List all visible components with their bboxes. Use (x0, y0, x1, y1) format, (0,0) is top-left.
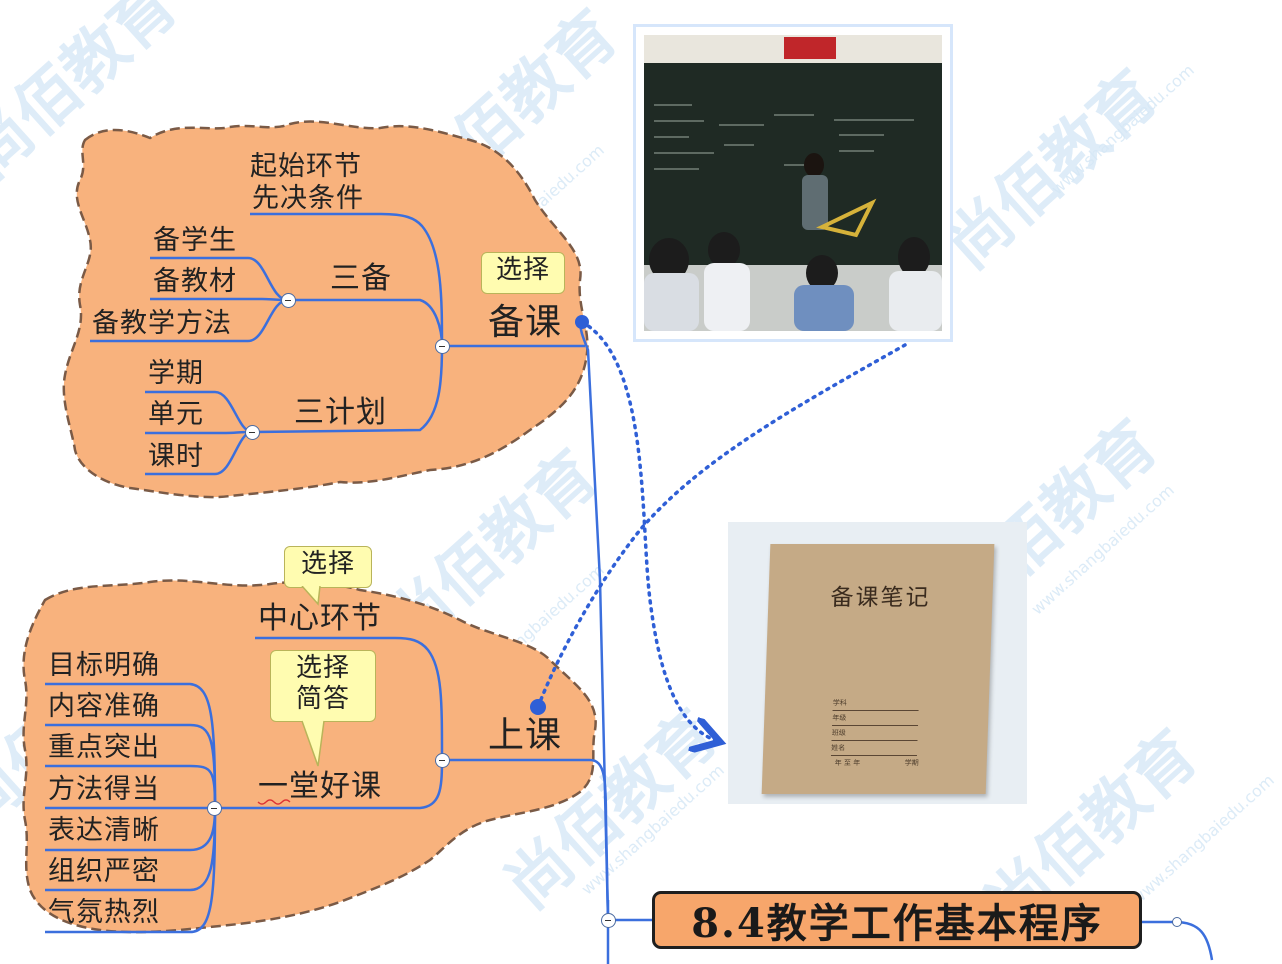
node-beike[interactable]: 备课 (488, 302, 563, 343)
collapse-toggle-sanjihua[interactable] (245, 425, 260, 440)
cloud-beike (62, 120, 589, 499)
node-haoke-item[interactable]: 内容准确 (48, 691, 160, 722)
spellcheck-underline (257, 799, 291, 805)
callout-tail (301, 720, 325, 767)
collapse-toggle-beike[interactable] (435, 339, 450, 354)
classroom-photo (633, 24, 953, 342)
expand-handle[interactable] (1172, 917, 1182, 927)
link-anchor-shangke[interactable] (530, 699, 546, 715)
node-sanbei[interactable]: 三备 (330, 261, 392, 296)
node-haoke-item[interactable]: 表达清晰 (48, 815, 160, 846)
notebook-field: 班级 (831, 726, 919, 741)
collapse-toggle-root[interactable] (601, 913, 616, 928)
notebook-field: 年级 (832, 711, 919, 726)
node-qishi-line1[interactable]: 起始环节 (250, 151, 362, 182)
notebook-footer-left: 年 至 年 (834, 759, 861, 767)
collapse-toggle-haoke[interactable] (207, 801, 222, 816)
node-zhongxin[interactable]: 中心环节 (258, 601, 382, 636)
node-danyuan[interactable]: 单元 (148, 399, 204, 430)
callout-haoke: 选择 简答 (270, 650, 376, 722)
notebook-cover: 备课笔记 学科 年级 班级 姓名 年 至 年 学期 (761, 544, 995, 794)
notebook-field: 姓名 (830, 741, 918, 756)
callout-haoke-line2: 简答 (295, 684, 350, 715)
notebook-title: 备课笔记 (830, 585, 931, 611)
node-xueqi[interactable]: 学期 (148, 358, 204, 389)
collapse-toggle-sanbei[interactable] (281, 293, 296, 308)
node-haoke-item[interactable]: 气氛热烈 (48, 897, 160, 928)
node-haoke-item[interactable]: 目标明确 (48, 650, 160, 681)
node-haoke[interactable]: 一堂好课 (258, 769, 382, 804)
notebook-footer-right: 学期 (904, 759, 919, 767)
callout-haoke-line1: 选择 (295, 653, 350, 683)
node-sanjihua[interactable]: 三计划 (294, 395, 387, 430)
notebook-fields: 学科 年级 班级 姓名 (830, 696, 920, 756)
classroom-photo-image (644, 35, 942, 331)
notebook-field: 学科 (832, 696, 920, 711)
dotted-link-beike (580, 320, 720, 742)
node-bei-xuesheng[interactable]: 备学生 (153, 225, 237, 256)
node-bei-jiaocai[interactable]: 备教材 (153, 266, 237, 297)
lesson-notebook-photo: 备课笔记 学科 年级 班级 姓名 年 至 年 学期 (728, 522, 1027, 804)
callout-tail (301, 586, 321, 606)
node-qishi-line2[interactable]: 先决条件 (252, 183, 364, 214)
central-topic[interactable]: 8.4教学工作基本程序 (652, 891, 1142, 949)
node-haoke-item[interactable]: 组织严密 (48, 856, 160, 887)
callout-zhongxin-xuanze: 选择 (284, 546, 372, 588)
node-bei-fangfa[interactable]: 备教学方法 (92, 308, 232, 339)
node-haoke-item[interactable]: 重点突出 (48, 732, 160, 763)
collapse-toggle-shangke[interactable] (435, 753, 450, 768)
link-anchor-beike[interactable] (575, 315, 589, 329)
node-shangke[interactable]: 上课 (488, 715, 563, 756)
callout-beike-xuanze: 选择 (481, 252, 565, 294)
node-haoke-item[interactable]: 方法得当 (48, 774, 160, 805)
node-keshi[interactable]: 课时 (148, 441, 204, 472)
dotted-link-shangke (536, 343, 907, 709)
